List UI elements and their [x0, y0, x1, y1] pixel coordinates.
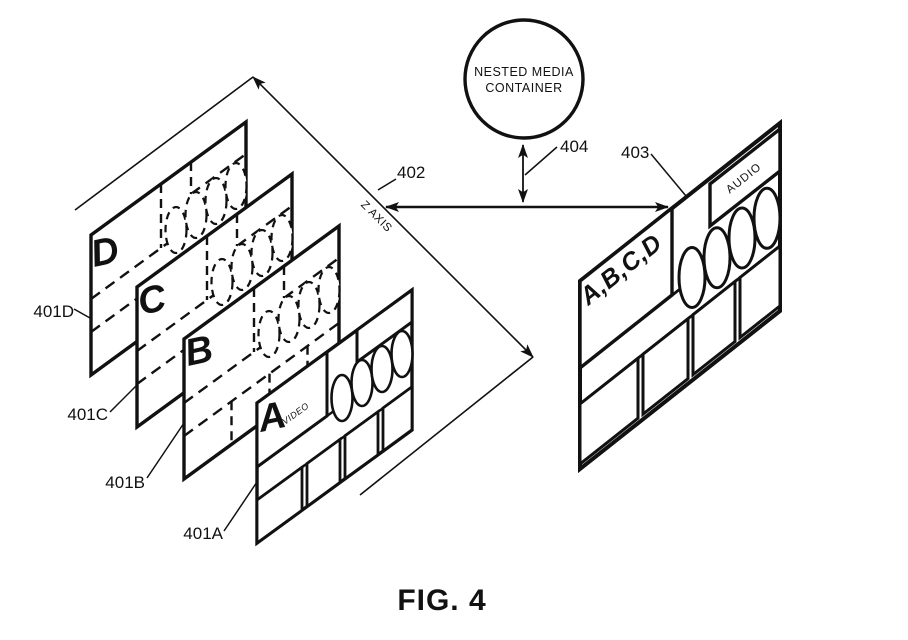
leader-401b [146, 422, 185, 479]
combined-panel [578, 118, 782, 474]
ref-401d: 401D [33, 302, 74, 321]
figure-caption: FIG. 4 [397, 584, 486, 617]
leader-403 [650, 153, 687, 197]
ref-402: 402 [397, 163, 425, 182]
leader-401a [223, 481, 258, 532]
z-axis-extension-bottom [359, 356, 534, 496]
combined-panel-label-box [578, 204, 674, 372]
ref-401b: 401B [105, 473, 145, 492]
z-axis-arrow [252, 76, 534, 358]
ref-401a: 401A [183, 524, 223, 543]
audio-box [708, 125, 782, 230]
leader-401d [73, 308, 91, 319]
leader-404 [524, 146, 558, 176]
z-axis-label: Z AXIS [358, 199, 394, 235]
z-axis-extension-top [74, 76, 254, 211]
ref-401c: 401C [67, 405, 108, 424]
nested-media-container-circle: NESTED MEDIA CONTAINER [463, 18, 585, 140]
ref-403: 403 [621, 143, 649, 162]
leader-402 [377, 178, 397, 191]
ref-404: 404 [560, 137, 588, 156]
leader-401c [109, 384, 138, 413]
nested-media-container-label-line1: NESTED MEDIA [474, 65, 574, 79]
nested-media-container-label-line2: CONTAINER [485, 81, 562, 95]
